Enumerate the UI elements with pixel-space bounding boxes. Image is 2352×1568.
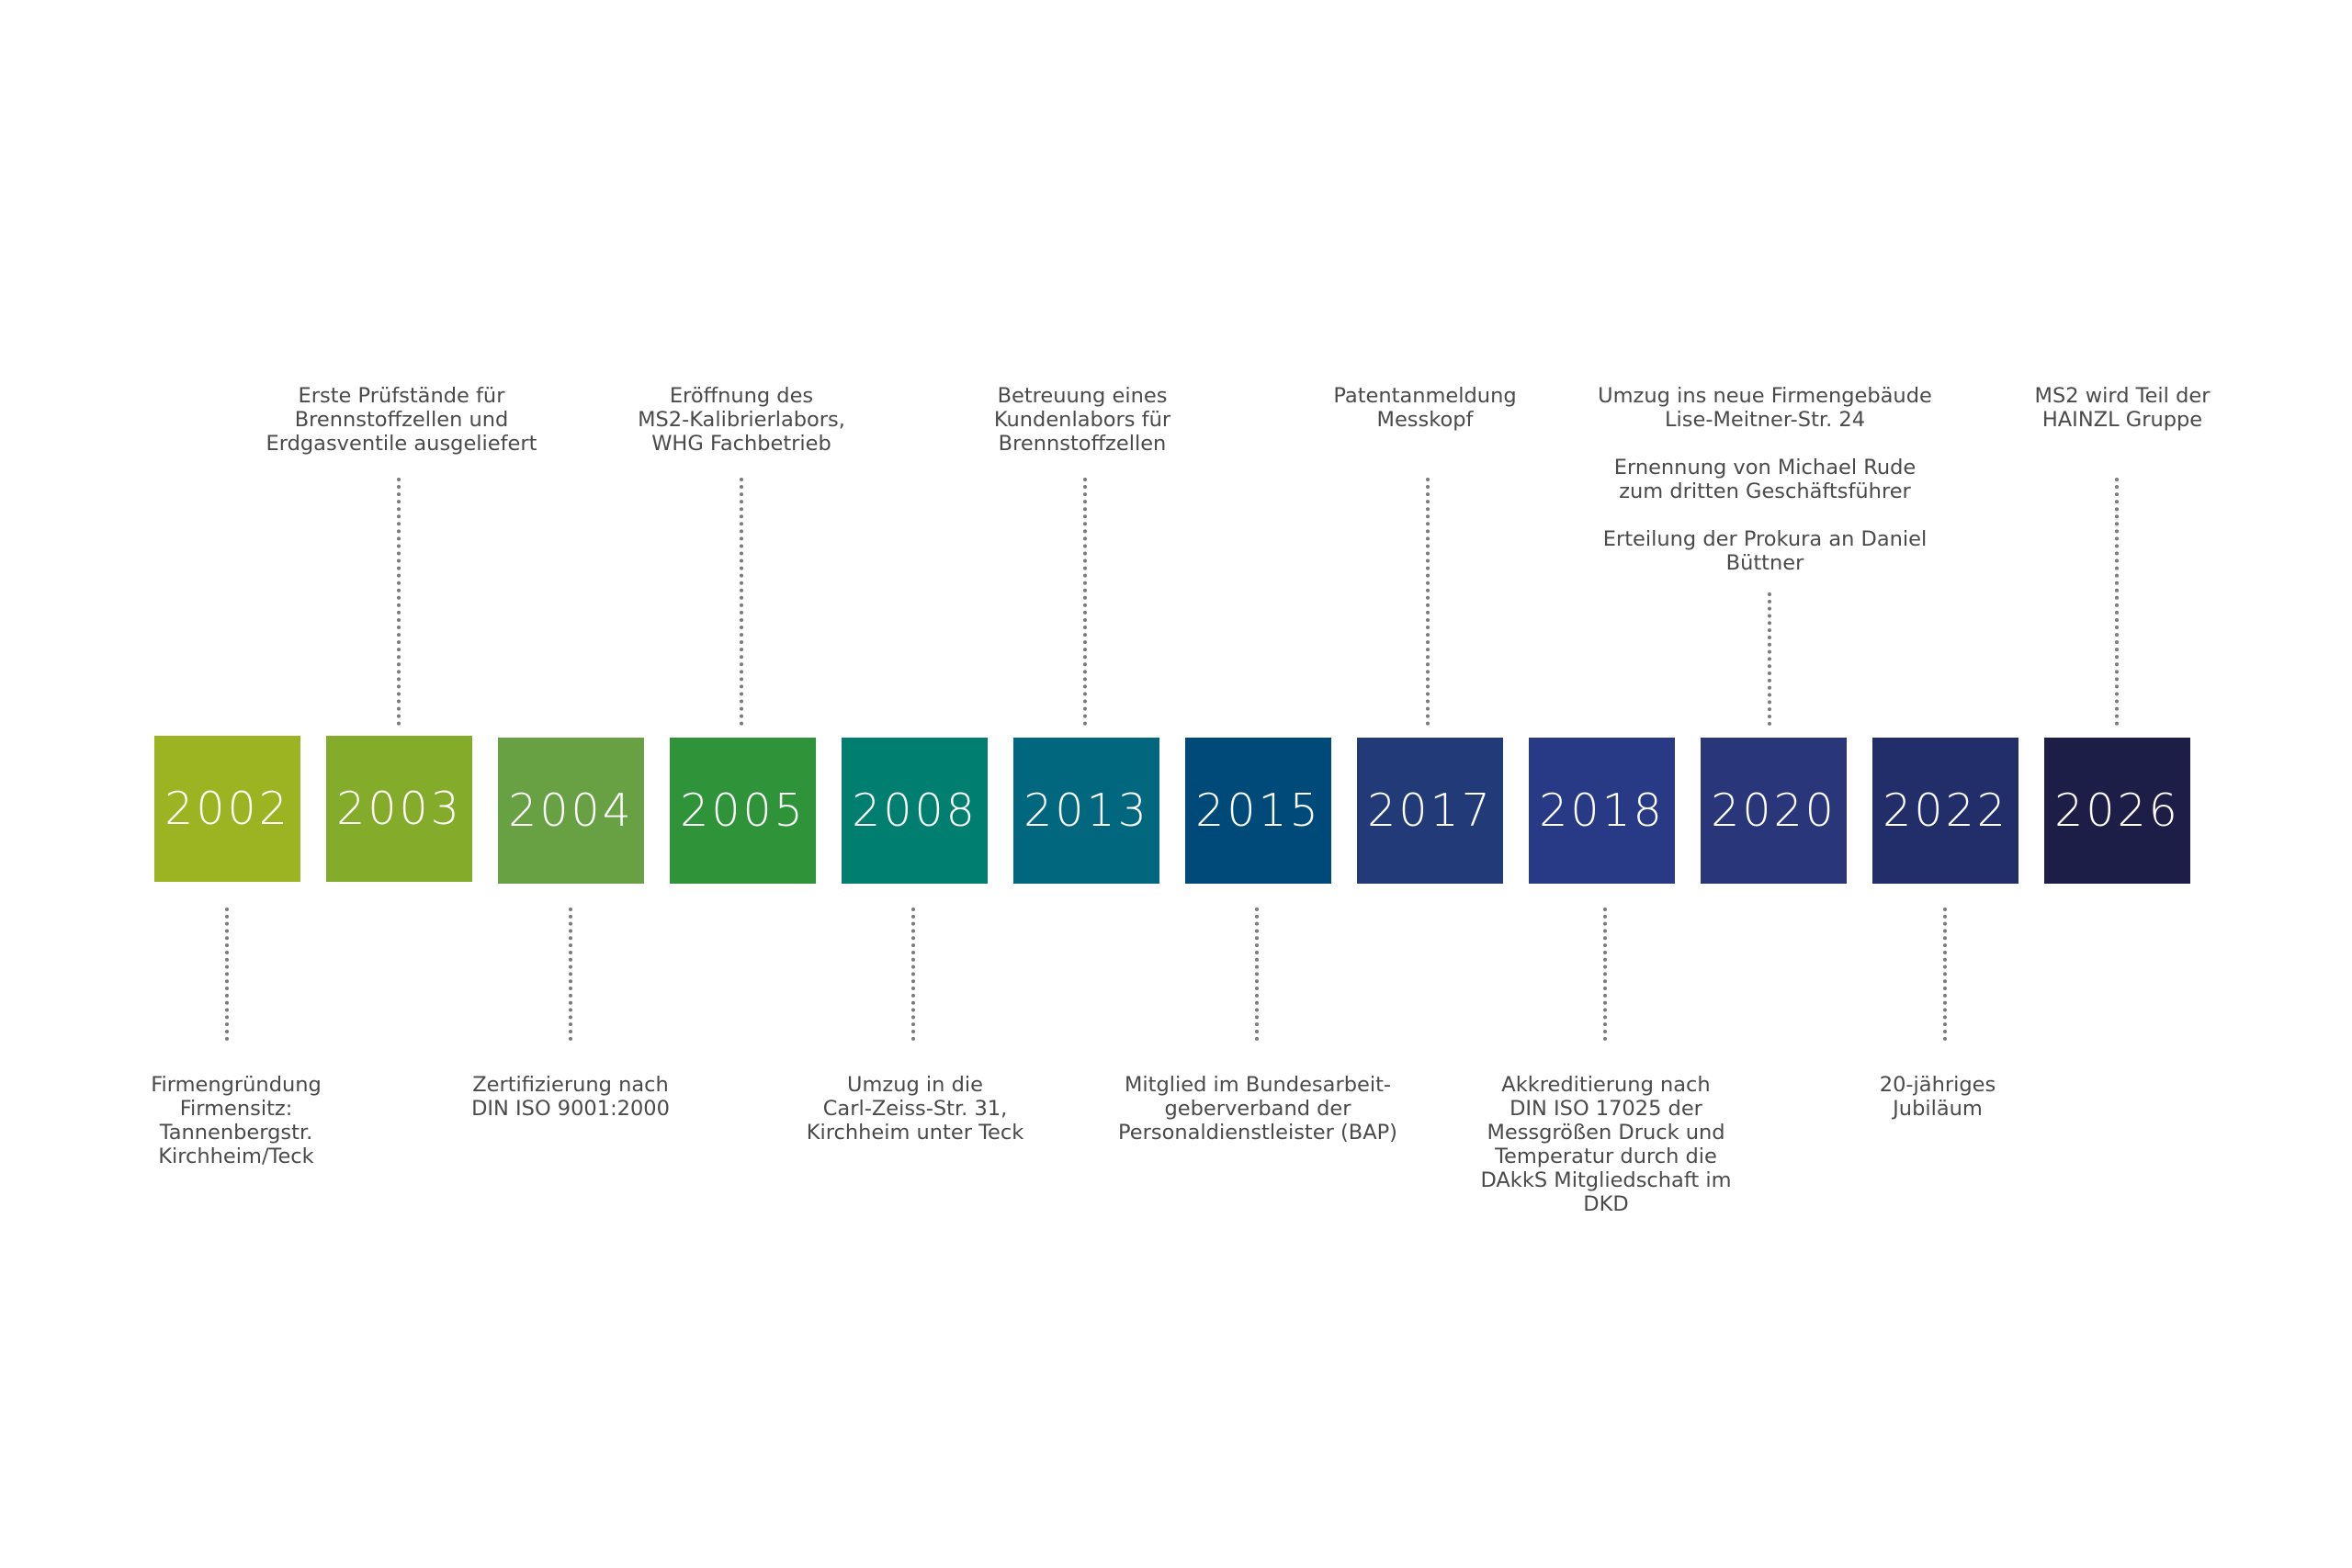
year-box-2026: 2026 bbox=[2044, 738, 2190, 884]
year-label-2020: 2020 bbox=[1711, 784, 1837, 837]
caption-line: Firmengründung bbox=[151, 1073, 322, 1097]
caption-line: Carl-Zeiss-Str. 31, bbox=[822, 1097, 1008, 1121]
caption-line: Jubiläum bbox=[1893, 1097, 1983, 1121]
caption-2017: Patentanmeldung Messkopf bbox=[1269, 384, 1581, 432]
caption-line: Ernennung von Michael Rude bbox=[1613, 456, 1917, 479]
caption-line: DIN ISO 17025 der bbox=[1510, 1097, 1702, 1121]
year-box-2015: 2015 bbox=[1185, 738, 1331, 884]
year-box-2013: 2013 bbox=[1013, 738, 1159, 884]
caption-paragraph: Erteilung der Prokura an Daniel Büttner bbox=[1563, 527, 1967, 575]
caption-line: Eröffnung des bbox=[669, 384, 814, 408]
caption-line: Messkopf bbox=[1376, 408, 1474, 432]
caption-line: Umzug ins neue Firmengebäude bbox=[1598, 384, 1932, 408]
caption-line: Temperatur durch die bbox=[1495, 1145, 1717, 1168]
connector-2015 bbox=[1255, 908, 1259, 1041]
caption-line: Personaldienstleister (BAP) bbox=[1118, 1121, 1397, 1145]
caption-paragraph: Umzug ins neue Firmengebäude Lise-Meitne… bbox=[1563, 384, 1967, 432]
caption-line: MS2 wird Teil der bbox=[2034, 384, 2211, 408]
caption-line: Betreuung eines bbox=[997, 384, 1168, 408]
connector-2022 bbox=[1943, 908, 1947, 1041]
caption-2015: Mitglied im Bundesarbeit- geberverband d… bbox=[1097, 1073, 1419, 1145]
caption-line: Tannenbergstr. bbox=[159, 1121, 313, 1145]
year-label-2002: 2002 bbox=[164, 783, 290, 835]
caption-line: Kirchheim/Teck bbox=[158, 1145, 314, 1168]
connector-2017 bbox=[1426, 478, 1430, 726]
year-label-2026: 2026 bbox=[2054, 784, 2180, 837]
caption-line: Zertifizierung nach bbox=[472, 1073, 669, 1097]
year-label-2018: 2018 bbox=[1539, 784, 1665, 837]
caption-2004: Zertifizierung nach DIN ISO 9001:2000 bbox=[414, 1073, 727, 1121]
connector-2026 bbox=[2115, 478, 2119, 726]
year-box-2003: 2003 bbox=[326, 736, 472, 882]
caption-line: HAINZL Gruppe bbox=[2041, 408, 2203, 432]
year-label-2004: 2004 bbox=[508, 784, 634, 837]
year-label-2013: 2013 bbox=[1023, 784, 1149, 837]
caption-line: zum dritten Geschäftsführer bbox=[1619, 479, 1911, 503]
caption-2008: Umzug in die Carl-Zeiss-Str. 31, Kirchhe… bbox=[759, 1073, 1071, 1145]
year-box-2018: 2018 bbox=[1529, 738, 1675, 884]
connector-2002 bbox=[225, 908, 229, 1041]
caption-line: 20-jähriges bbox=[1879, 1073, 1996, 1097]
caption-line: MS2-Kalibrierlabors, bbox=[638, 408, 845, 432]
caption-2013: Betreuung eines Kundenlabors für Brennst… bbox=[926, 384, 1238, 456]
caption-line: Büttner bbox=[1725, 551, 1804, 575]
caption-line: Umzug in die bbox=[847, 1073, 983, 1097]
year-box-2002: 2002 bbox=[154, 736, 300, 882]
caption-line: DKD bbox=[1583, 1192, 1629, 1216]
caption-line: Kundenlabors für bbox=[993, 408, 1171, 432]
caption-2005: Eröffnung des MS2-Kalibrierlabors, WHG F… bbox=[585, 384, 898, 456]
year-box-2008: 2008 bbox=[842, 738, 988, 884]
caption-line: DIN ISO 9001:2000 bbox=[471, 1097, 670, 1121]
caption-line: DAkkS Mitgliedschaft im bbox=[1480, 1168, 1732, 1192]
year-label-2008: 2008 bbox=[852, 784, 978, 837]
year-box-2004: 2004 bbox=[498, 738, 644, 884]
year-box-2017: 2017 bbox=[1357, 738, 1503, 884]
caption-line: Lise-Meitner-Str. 24 bbox=[1664, 408, 1866, 432]
year-label-2017: 2017 bbox=[1367, 784, 1493, 837]
year-label-2005: 2005 bbox=[680, 784, 806, 837]
year-box-2005: 2005 bbox=[670, 738, 816, 884]
caption-line: geberverband der bbox=[1164, 1097, 1351, 1121]
caption-2020: Umzug ins neue Firmengebäude Lise-Meitne… bbox=[1563, 384, 1967, 575]
connector-2005 bbox=[740, 478, 743, 726]
caption-2018: Akkreditierung nach DIN ISO 17025 der Me… bbox=[1450, 1073, 1762, 1216]
year-label-2022: 2022 bbox=[1883, 784, 2008, 837]
connector-2008 bbox=[911, 908, 915, 1041]
caption-2003: Erste Prüfstände für Brennstoffzellen un… bbox=[245, 384, 558, 456]
year-label-2003: 2003 bbox=[336, 783, 462, 835]
caption-paragraph: Ernennung von Michael Rude zum dritten G… bbox=[1563, 456, 1967, 503]
caption-line: Erste Prüfstände für bbox=[298, 384, 505, 408]
caption-line: Brennstoffzellen bbox=[998, 432, 1167, 456]
connector-2003 bbox=[397, 478, 401, 726]
caption-line: Erdgasventile ausgeliefert bbox=[266, 432, 537, 456]
caption-line: Mitglied im Bundesarbeit- bbox=[1124, 1073, 1392, 1097]
caption-line: Kirchheim unter Teck bbox=[806, 1121, 1024, 1145]
caption-line: WHG Fachbetrieb bbox=[651, 432, 831, 456]
caption-2026: MS2 wird Teil der HAINZL Gruppe bbox=[1975, 384, 2269, 432]
year-label-2015: 2015 bbox=[1195, 784, 1321, 837]
connector-2020 bbox=[1768, 592, 1771, 726]
caption-line: Patentanmeldung bbox=[1333, 384, 1517, 408]
caption-line: Firmensitz: bbox=[179, 1097, 293, 1121]
caption-line: Akkreditierung nach bbox=[1501, 1073, 1711, 1097]
year-box-2022: 2022 bbox=[1872, 738, 2018, 884]
connector-2004 bbox=[569, 908, 572, 1041]
caption-line: Brennstoffzellen und bbox=[294, 408, 509, 432]
year-box-2020: 2020 bbox=[1701, 738, 1847, 884]
caption-2002: Firmengründung Firmensitz: Tannenbergstr… bbox=[80, 1073, 392, 1168]
caption-line: Erteilung der Prokura an Daniel bbox=[1602, 527, 1928, 551]
connector-2013 bbox=[1083, 478, 1087, 726]
connector-2018 bbox=[1603, 908, 1607, 1041]
caption-line: Messgrößen Druck und bbox=[1487, 1121, 1725, 1145]
caption-2022: 20-jähriges Jubiläum bbox=[1781, 1073, 2094, 1121]
